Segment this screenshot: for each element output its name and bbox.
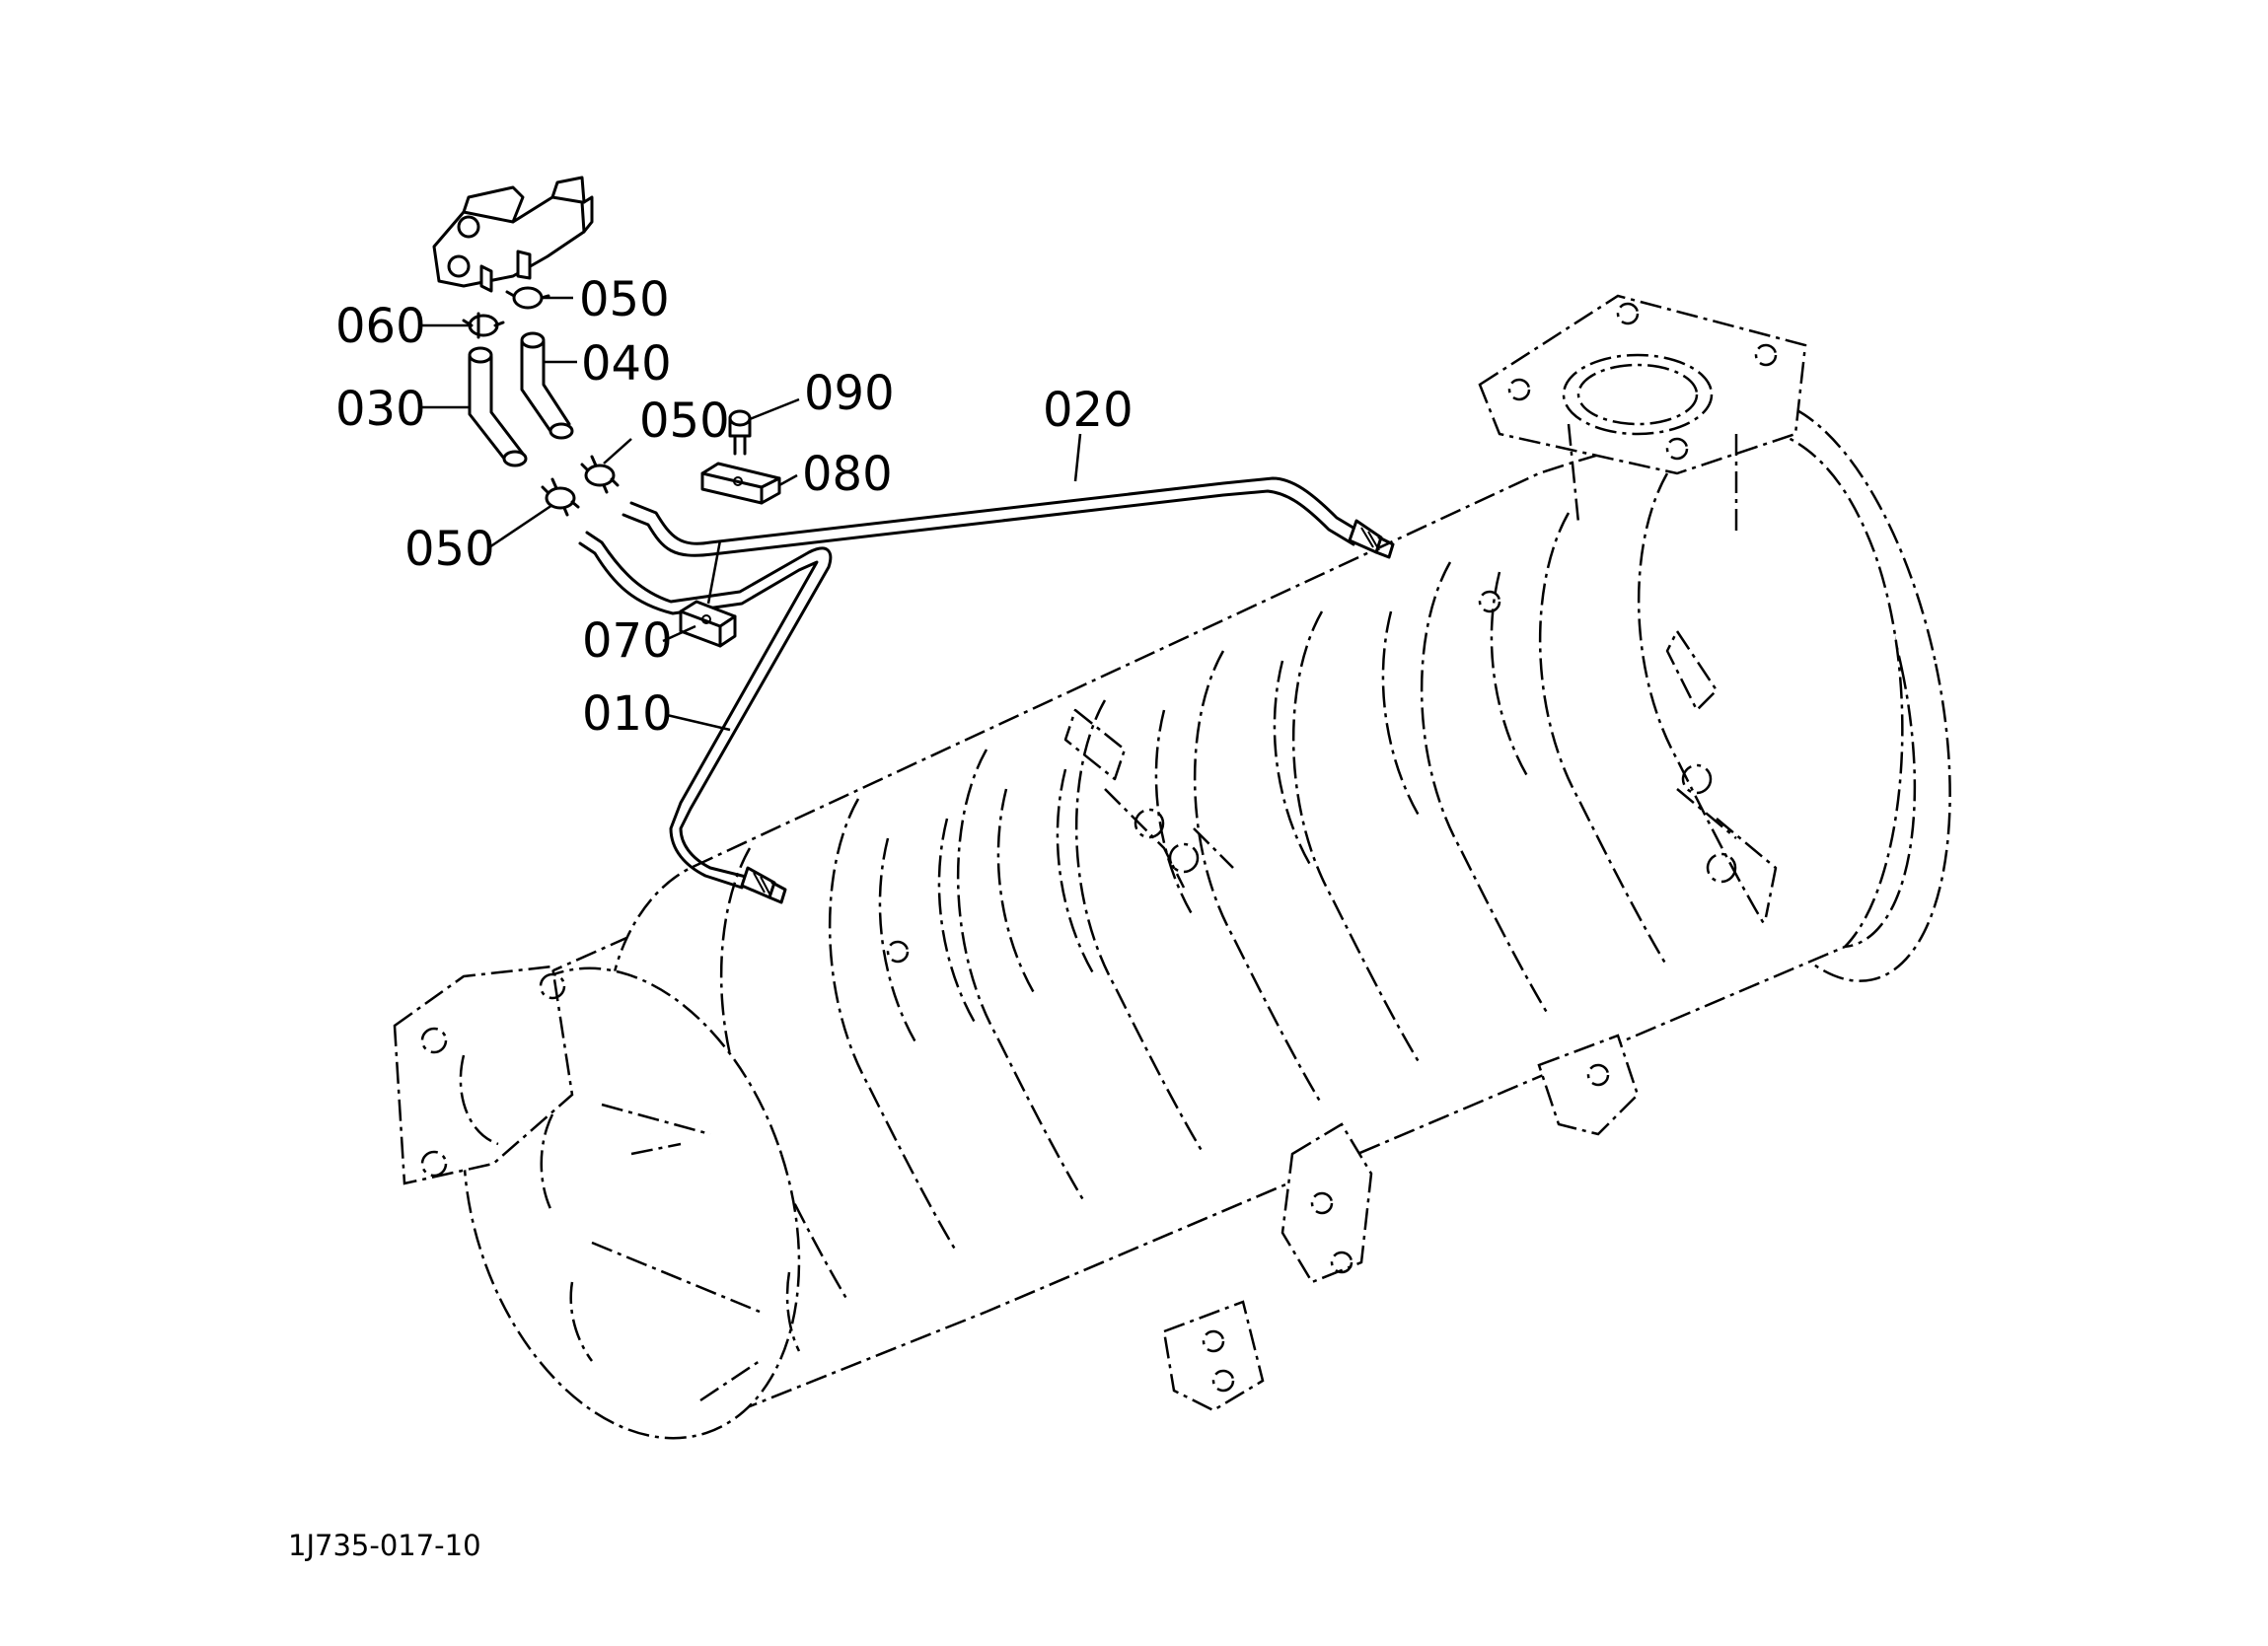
leader-lines <box>421 296 1082 732</box>
bolt-090 <box>728 409 752 456</box>
callout-080: 080 <box>802 447 893 502</box>
callout-labels: 060 050 040 030 050 050 090 080 020 070 … <box>335 272 1134 742</box>
callout-020: 020 <box>1043 383 1134 438</box>
hose-030 <box>468 346 528 467</box>
callout-050-bottom: 050 <box>404 522 495 577</box>
callout-060: 060 <box>335 299 426 354</box>
clamp-050-top <box>505 286 550 310</box>
callout-030: 030 <box>335 382 426 437</box>
pipe-010 <box>578 531 833 904</box>
callout-050-mid: 050 <box>639 394 730 449</box>
hose-040 <box>520 331 574 440</box>
figure-id: 1J735-017-10 <box>288 1529 481 1562</box>
clamp-050-left <box>541 477 580 517</box>
muffler-body <box>393 294 1951 1440</box>
pressure-sensor <box>432 176 594 293</box>
callout-070: 070 <box>582 613 673 669</box>
clip-080 <box>700 462 781 505</box>
callout-040: 040 <box>581 336 672 392</box>
clamp-050-right <box>580 455 620 494</box>
clamp-060 <box>462 312 505 339</box>
clip-070 <box>679 600 737 648</box>
callout-090: 090 <box>804 366 895 421</box>
pipe-020 <box>622 476 1395 559</box>
callout-050-top: 050 <box>579 272 670 327</box>
callout-010: 010 <box>582 686 673 742</box>
